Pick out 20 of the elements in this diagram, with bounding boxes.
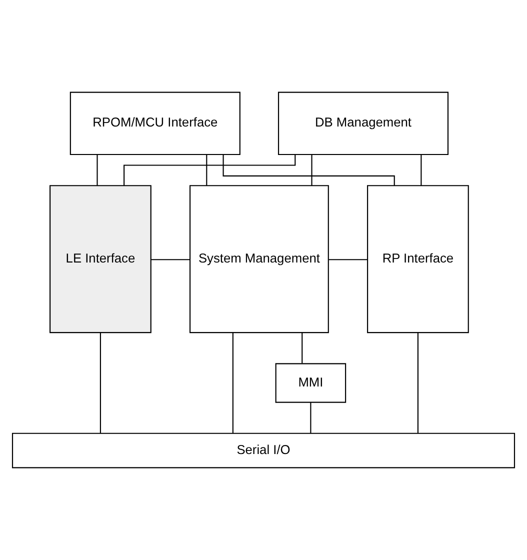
connector	[310, 402, 312, 434]
node-box: RPOM/MCU Interface	[70, 92, 240, 156]
connector	[232, 332, 234, 434]
connector	[417, 332, 418, 434]
connector	[151, 259, 190, 260]
connector	[302, 332, 303, 364]
connector	[222, 154, 395, 186]
connector	[420, 154, 422, 186]
node-box: System Management	[189, 185, 329, 334]
connector	[100, 332, 101, 434]
node-box: LE Interface	[50, 185, 152, 334]
connector	[124, 154, 296, 186]
node-box: RP Interface	[367, 185, 469, 334]
connector	[96, 154, 98, 186]
connector	[311, 154, 312, 186]
node-box: MMI	[275, 363, 346, 403]
connector	[206, 154, 208, 186]
node-box: DB Management	[278, 92, 449, 156]
node-box: Serial I/O	[12, 432, 516, 468]
connector	[328, 259, 368, 260]
